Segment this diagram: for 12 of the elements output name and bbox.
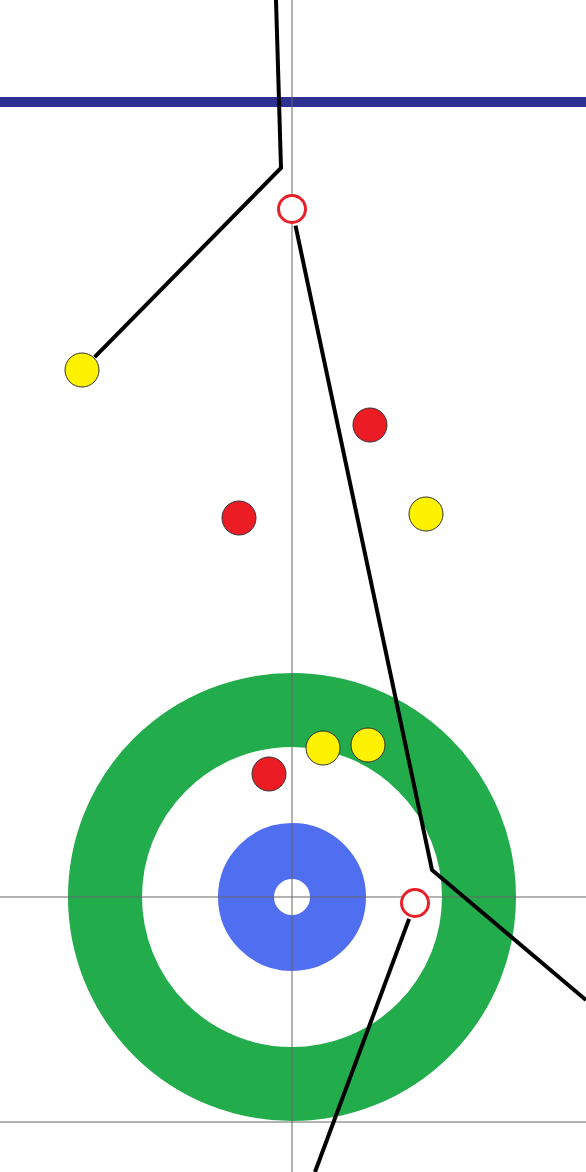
trajectory-line <box>313 918 411 1172</box>
curling-stone <box>251 756 287 792</box>
stone-position-ring <box>400 888 430 918</box>
trajectory-line <box>293 225 586 1002</box>
curling-stone <box>350 727 386 763</box>
stone-position-ring <box>277 194 307 224</box>
curling-stone <box>305 730 341 766</box>
curling-stone <box>352 407 388 443</box>
curling-stone <box>221 500 257 536</box>
trajectory-line <box>93 0 284 359</box>
curling-stone <box>408 496 444 532</box>
curling-stone <box>64 352 100 388</box>
